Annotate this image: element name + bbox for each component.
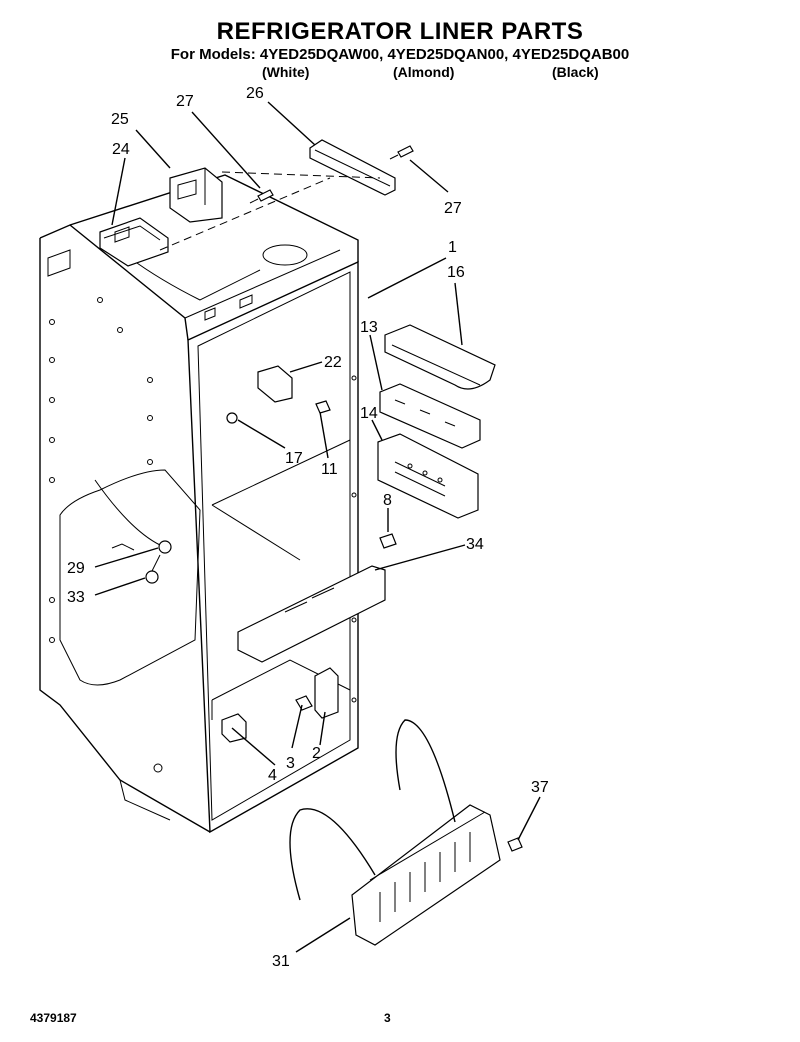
callout-22: 22	[324, 354, 342, 371]
callout-37: 37	[531, 779, 549, 796]
variant-white: (White)	[262, 64, 310, 80]
part-13-shield	[379, 383, 481, 449]
callout-17: 17	[285, 450, 303, 467]
callout-31: 31	[272, 953, 290, 970]
part-34-support	[237, 565, 386, 663]
callout-1: 1	[448, 239, 457, 256]
callout-16: 16	[447, 264, 465, 281]
page-title: REFRIGERATOR LINER PARTS	[216, 18, 584, 45]
callout-4: 4	[268, 767, 277, 784]
part-31-crisper-cover	[289, 719, 501, 946]
part-26-rail	[309, 139, 396, 196]
doc-number: 4379187	[30, 1011, 77, 1025]
part-8-fastener	[379, 533, 397, 549]
callout-27-right: 27	[444, 200, 462, 217]
part-22-bracket	[257, 365, 293, 403]
part-24-housing	[99, 217, 169, 267]
callout-29: 29	[67, 560, 85, 577]
callout-13: 13	[360, 319, 378, 336]
variant-black: (Black)	[552, 64, 599, 80]
models-line: For Models: 4YED25DQAW00, 4YED25DQAN00, …	[170, 46, 630, 63]
callout-3: 3	[286, 755, 295, 772]
part-14-control	[377, 433, 479, 519]
callout-34: 34	[466, 536, 484, 553]
page-number: 3	[384, 1011, 391, 1025]
part-33-bulb	[145, 554, 161, 584]
callout-8: 8	[383, 492, 392, 509]
callout-27-top: 27	[176, 93, 194, 110]
variant-almond: (Almond)	[393, 64, 455, 80]
part-2-bracket	[314, 667, 339, 719]
callout-33: 33	[67, 589, 85, 606]
part-27-screw-right	[389, 145, 414, 160]
callout-26: 26	[246, 85, 264, 102]
callout-2: 2	[312, 745, 321, 762]
callout-11: 11	[321, 461, 338, 478]
liner-cabinet	[39, 174, 359, 834]
callout-labels: 25 27 26 24 27 1 16 13 22 14 17 11 8 34 …	[67, 85, 549, 970]
part-17-plug	[226, 412, 238, 424]
part-27-screw-left	[249, 189, 274, 204]
leader-lines	[94, 101, 541, 953]
part-29-socket	[111, 540, 172, 554]
part-37-screw	[507, 837, 523, 852]
part-3-clip	[295, 695, 313, 711]
callout-14: 14	[360, 405, 378, 422]
callout-25: 25	[111, 111, 129, 128]
part-25-bracket	[169, 167, 223, 223]
part-16-cover	[384, 324, 496, 390]
callout-24: 24	[112, 141, 130, 158]
part-11-screw	[315, 400, 331, 414]
